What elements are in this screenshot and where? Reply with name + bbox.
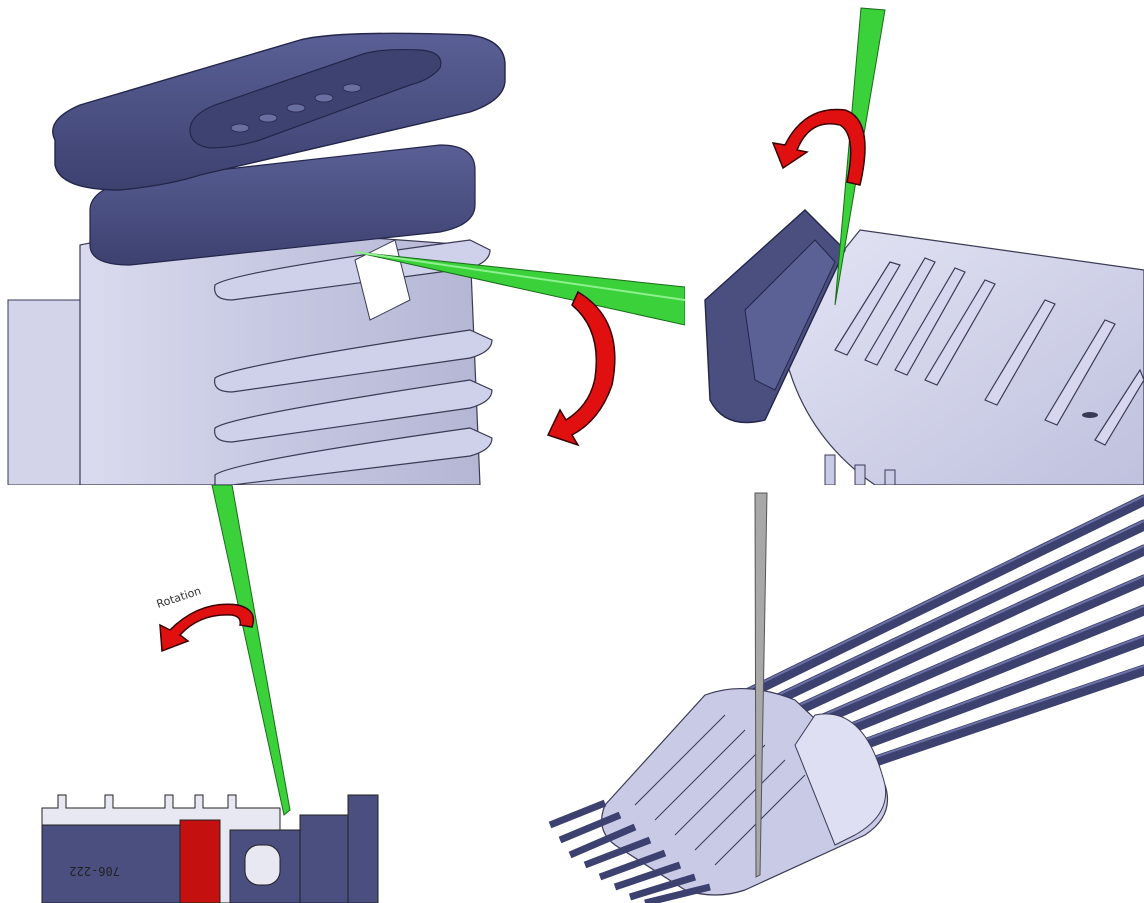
- housing-legs: [824, 454, 896, 485]
- green-tool-highlight: [354, 251, 685, 301]
- panel-seal-closeup: [0, 0, 685, 485]
- rotation-arrow-icon: [546, 290, 616, 447]
- panel-cross-section: 706-222 Rotation: [0, 485, 545, 903]
- housing-slot: [1082, 412, 1098, 418]
- housing-top-drawing: [704, 7, 1144, 485]
- housing-ribs: [214, 239, 493, 485]
- cross-section-drawing: 706-222 Rotation: [41, 485, 382, 903]
- green-tool: [354, 251, 685, 326]
- seal-closeup-drawing: [7, 32, 685, 485]
- housing-ribs: [834, 257, 1144, 446]
- seal-inner: [744, 239, 836, 391]
- section-contact: [41, 824, 193, 903]
- contact-pins: [548, 799, 711, 903]
- panel-wire-bundle: [545, 485, 1144, 903]
- housing-side-left: [7, 299, 89, 485]
- section-seal-body: [299, 814, 349, 903]
- rotation-arrow-icon: [159, 603, 255, 653]
- panel-housing-top: [685, 0, 1144, 485]
- grey-tool: [754, 492, 768, 878]
- section-latch-window: [244, 844, 281, 886]
- wire-bundle-drawing: [548, 492, 1144, 903]
- wire-highlights: [744, 495, 1144, 782]
- rotation-arrow-icon: [771, 108, 866, 186]
- rotation-label: Rotation: [155, 584, 203, 611]
- seal-holes: [230, 83, 362, 133]
- green-tool: [211, 485, 291, 816]
- section-red-seal: [179, 819, 221, 903]
- connector-seal-end: [794, 713, 887, 846]
- part-number-label: 706-222: [69, 864, 120, 878]
- section-seal-flange: [347, 794, 379, 903]
